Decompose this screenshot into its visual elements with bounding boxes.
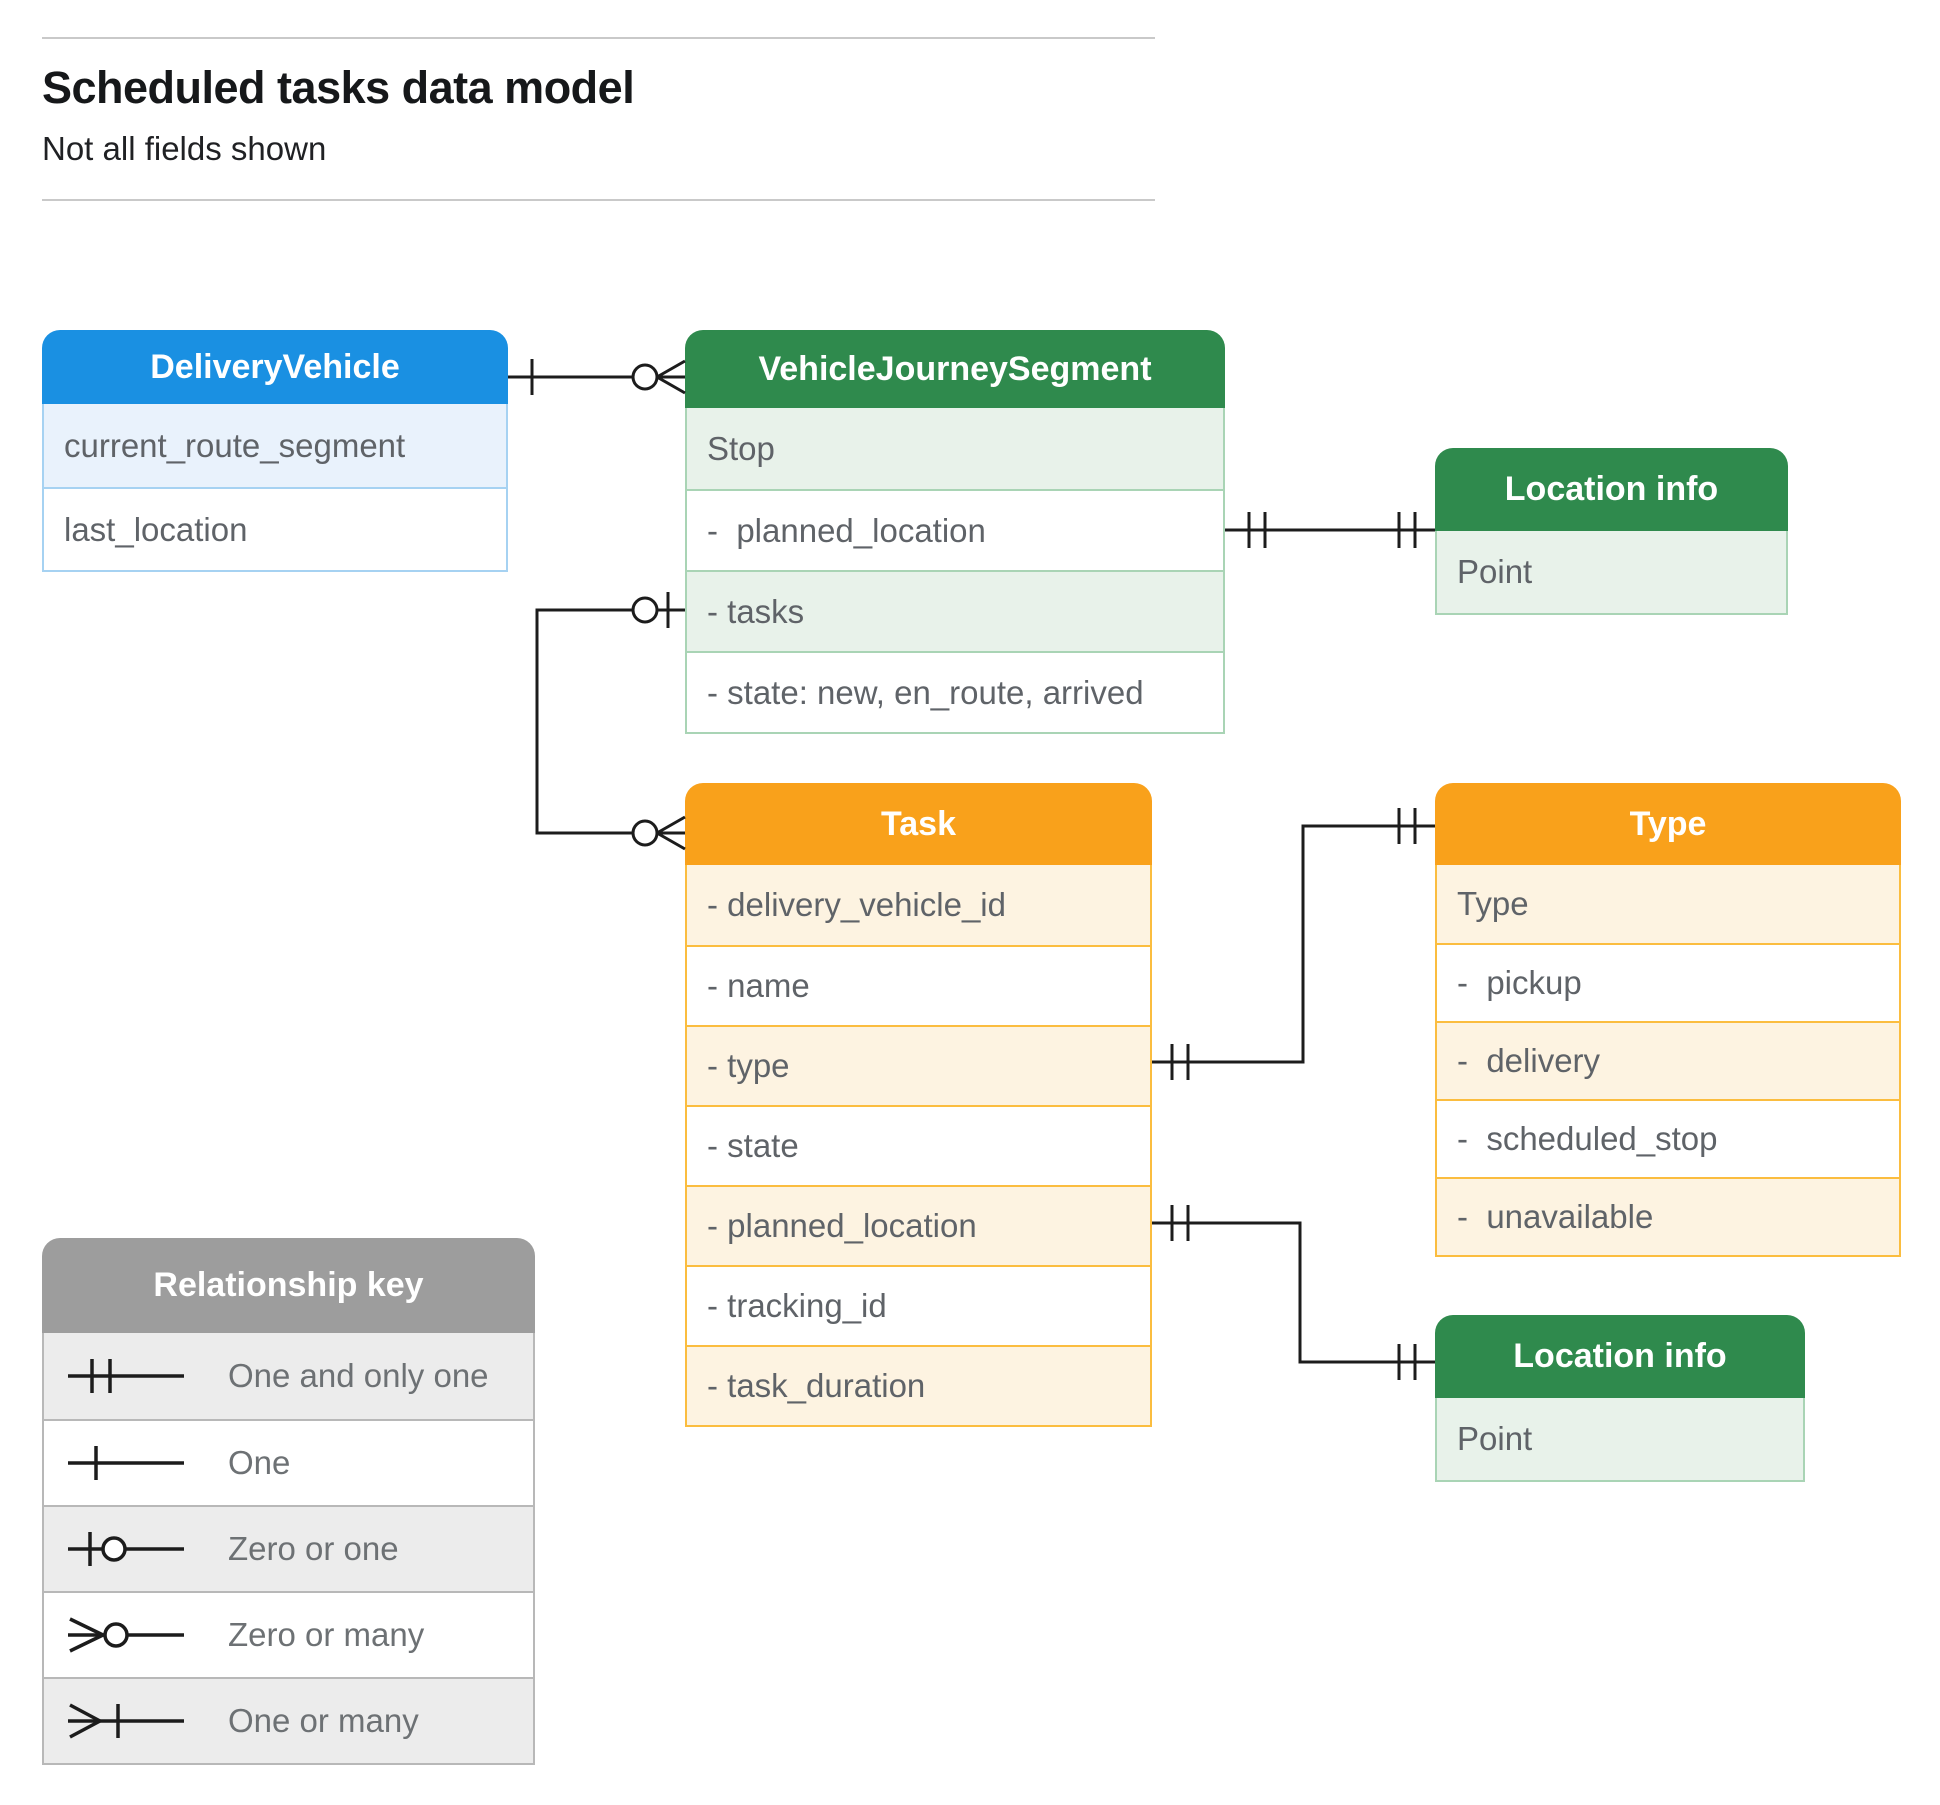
divider-bottom [42, 199, 1155, 201]
entity-location-info-bottom: Location info Point [1435, 1315, 1805, 1482]
field-last-location: last_location [44, 487, 506, 570]
entity-location-info-top: Location info Point [1435, 448, 1788, 615]
field-planned-location: - planned_location [687, 489, 1223, 570]
field-type-header: Type [1437, 865, 1899, 943]
entity-task-title: Task [685, 783, 1152, 865]
field-current-route-segment: current_route_segment [44, 404, 506, 487]
field-scheduled-stop: - scheduled_stop [1437, 1099, 1899, 1177]
one-symbol [68, 1446, 184, 1480]
relationship-key-title: Relationship key [42, 1238, 535, 1333]
field-name: - name [687, 945, 1150, 1025]
divider-top [42, 37, 1155, 39]
connector-task-locationinfo-bottom [1152, 1205, 1435, 1380]
zero-or-many-symbol [68, 1617, 184, 1653]
field-stop: Stop [687, 408, 1223, 489]
legend-label: One and only one [228, 1357, 489, 1394]
field-tasks: - tasks [687, 570, 1223, 651]
entity-vehicle-journey-segment: VehicleJourneySegment Stop - planned_loc… [685, 330, 1225, 734]
field-planned-location: - planned_location [687, 1185, 1150, 1265]
connector-vjs-task [535, 592, 686, 851]
entity-location-info-top-title: Location info [1435, 448, 1788, 531]
field-state: - state: new, en_route, arrived [687, 651, 1223, 732]
field-tracking-id: - tracking_id [687, 1265, 1150, 1345]
connector-deliveryvehicle-vehiclejourneysegment [508, 359, 686, 395]
entity-task: Task - delivery_vehicle_id - name - type… [685, 783, 1152, 1427]
legend-label: One [228, 1444, 291, 1481]
entity-type-title: Type [1435, 783, 1901, 865]
field-pickup: - pickup [1437, 943, 1899, 1021]
field-unavailable: - unavailable [1437, 1177, 1899, 1255]
legend-label: Zero or many [228, 1616, 425, 1653]
field-delivery: - delivery [1437, 1021, 1899, 1099]
legend-item-one-or-many: One or many [44, 1677, 533, 1763]
relationship-key: Relationship key One and only one One Ze [42, 1238, 535, 1765]
legend-label: One or many [228, 1702, 419, 1739]
one-and-only-one-symbol [68, 1359, 184, 1393]
field-point: Point [1437, 531, 1786, 613]
entity-delivery-vehicle: DeliveryVehicle current_route_segment la… [42, 330, 508, 572]
field-state: - state [687, 1105, 1150, 1185]
page-title: Scheduled tasks data model [42, 62, 635, 113]
zero-or-one-symbol [68, 1532, 184, 1566]
field-point: Point [1437, 1398, 1803, 1480]
connector-vjs-locationinfo-top [1225, 512, 1435, 548]
legend-item-one-and-only-one: One and only one [44, 1333, 533, 1419]
entity-delivery-vehicle-title: DeliveryVehicle [42, 330, 508, 404]
entity-location-info-bottom-title: Location info [1435, 1315, 1805, 1398]
entity-vehicle-journey-segment-title: VehicleJourneySegment [685, 330, 1225, 408]
legend-label: Zero or one [228, 1530, 399, 1567]
field-type: - type [687, 1025, 1150, 1105]
entity-type: Type Type - pickup - delivery - schedule… [1435, 783, 1901, 1257]
page-subtitle: Not all fields shown [42, 130, 327, 167]
legend-item-zero-or-one: Zero or one [44, 1505, 533, 1591]
field-delivery-vehicle-id: - delivery_vehicle_id [687, 865, 1150, 945]
connector-task-type [1152, 808, 1435, 1080]
legend-item-zero-or-many: Zero or many [44, 1591, 533, 1677]
one-or-many-symbol [68, 1703, 184, 1739]
field-task-duration: - task_duration [687, 1345, 1150, 1425]
legend-item-one: One [44, 1419, 533, 1505]
